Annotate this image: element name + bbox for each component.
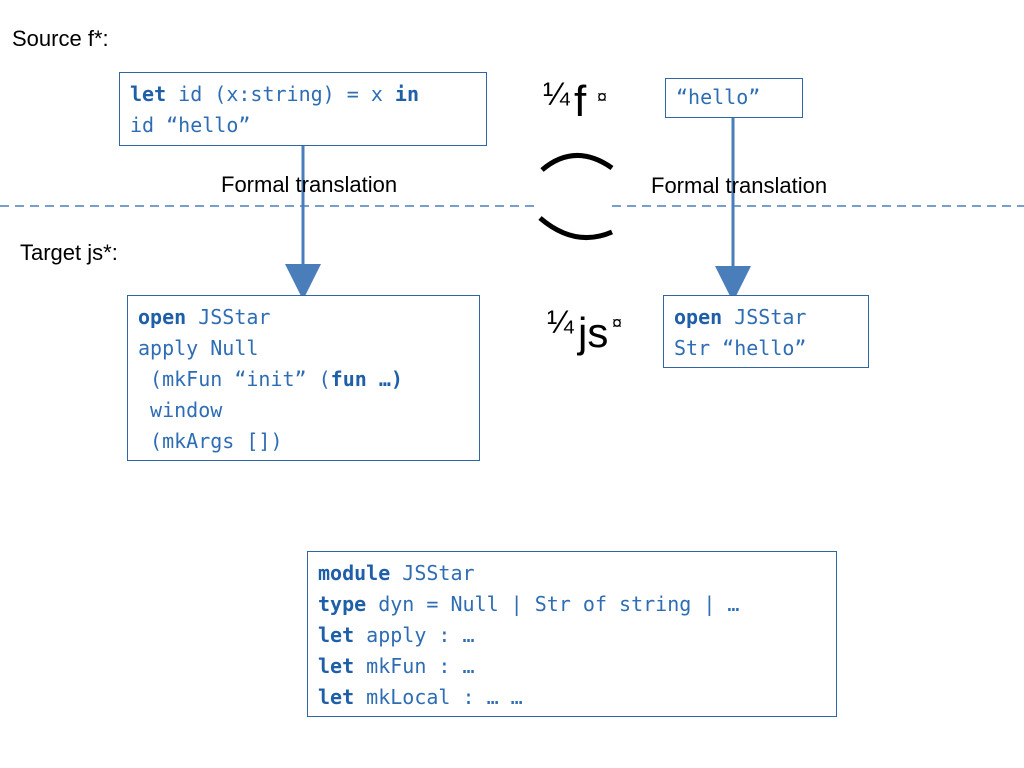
code-text: window <box>138 398 223 422</box>
js-relation-fraction: ¼ <box>547 304 574 340</box>
source-program-box: let id (x:string) = x in id “hello” <box>119 72 487 146</box>
translation-label-right: Formal translation <box>651 173 828 198</box>
relation-bracket-top <box>540 153 614 172</box>
code-line: apply Null <box>138 333 469 364</box>
code-keyword: open <box>138 305 187 329</box>
code-line: (mkFun “init” (fun …) <box>138 364 469 395</box>
code-line: Str “hello” <box>674 333 858 364</box>
code-text: “hello” <box>676 85 761 109</box>
code-line: “hello” <box>676 82 792 113</box>
code-text: Str “hello” <box>674 336 807 360</box>
code-text: (mkFun “init” ( <box>138 367 331 391</box>
code-line: open JSStar <box>138 302 469 333</box>
code-line: let apply : … <box>318 620 826 651</box>
code-text: id (x:string) = x <box>166 82 395 106</box>
code-keyword: module <box>318 561 391 585</box>
code-text: JSStar <box>390 561 475 585</box>
target-label: Target js*: <box>20 240 118 265</box>
code-line: type dyn = Null | Str of string | … <box>318 589 826 620</box>
code-keyword: let <box>130 82 167 106</box>
js-relation-mark: ¤ <box>612 313 623 333</box>
code-line: module JSStar <box>318 558 826 589</box>
f-relation-letter: f <box>574 77 587 126</box>
code-keyword: type <box>318 592 367 616</box>
code-line: let mkFun : … <box>318 651 826 682</box>
code-keyword: let <box>318 654 355 678</box>
target-program-box: open JSStar apply Null (mkFun “init” (fun… <box>127 295 480 461</box>
code-line: id “hello” <box>130 110 476 141</box>
translation-label-left: Formal translation <box>221 172 398 197</box>
f-relation-fraction: ¼ <box>543 76 570 112</box>
code-text: id “hello” <box>130 113 251 137</box>
code-line: open JSStar <box>674 302 858 333</box>
code-keyword: let <box>318 623 355 647</box>
source-value-box: “hello” <box>665 78 803 118</box>
code-line: let id (x:string) = x in <box>130 79 476 110</box>
code-keyword: let <box>318 685 355 709</box>
code-text: (mkArgs []) <box>138 429 283 453</box>
code-keyword: in <box>394 82 419 106</box>
code-text: dyn = Null | Str of string | … <box>366 592 740 616</box>
code-line: let mkLocal : … … <box>318 682 826 713</box>
code-line: window <box>138 395 469 426</box>
code-text: apply Null <box>138 336 259 360</box>
code-keyword: fun …) <box>330 367 403 391</box>
relation-bracket-bottom <box>538 216 613 240</box>
source-label: Source f*: <box>12 26 109 51</box>
code-text: JSStar <box>186 305 271 329</box>
code-text: JSStar <box>722 305 807 329</box>
code-line: (mkArgs []) <box>138 426 469 457</box>
code-text: apply : … <box>354 623 475 647</box>
f-relation-mark: ¤ <box>597 87 608 107</box>
code-text: mkFun : … <box>354 654 475 678</box>
code-keyword: open <box>674 305 723 329</box>
code-text: mkLocal : … … <box>354 685 523 709</box>
js-relation-letter: js <box>578 309 609 356</box>
